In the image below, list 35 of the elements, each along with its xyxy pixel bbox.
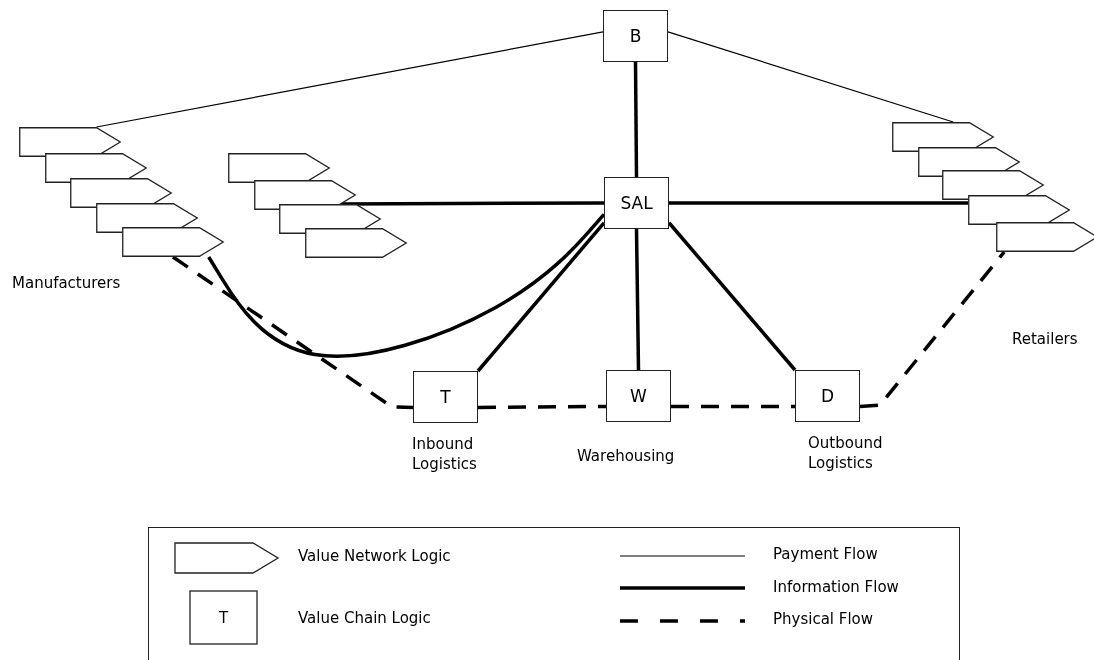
dashed-connector [172,255,414,410]
connector [476,221,606,373]
node-caption: Outbound Logistics [808,433,884,473]
legend-label: Value Network Logic [298,547,451,565]
legend-label: Value Chain Logic [298,609,431,627]
value-network-pentagon [228,153,330,183]
legend-label: Payment Flow [773,545,878,563]
legend-label: Information Flow [773,578,899,596]
node-label: W [630,386,647,406]
dashed-connector [671,404,795,409]
group-label: Manufacturers [12,274,121,292]
sample-label: T [219,609,229,627]
connector [634,228,641,371]
node-label: D [820,386,835,406]
node-caption: Warehousing [577,446,676,466]
value-network-pentagon [968,195,1070,225]
node-label: B [629,26,642,46]
node-label: T [440,387,451,407]
connector [207,213,606,358]
group-label: Retailers [1012,330,1078,348]
value-network-pentagon [996,222,1094,252]
connector [633,62,639,177]
dashed-connector [478,404,606,410]
value-network-pentagon [305,228,407,258]
connector [667,221,797,372]
connector [667,31,954,123]
dashed-connector [859,250,1006,409]
node-caption: Inbound Logistics [412,434,478,474]
connector [669,201,968,205]
value-network-pentagon [122,227,224,257]
value-chain-box [603,10,668,62]
value-chain-box [604,177,669,229]
node-label: SAL [620,193,653,213]
legend-label: Physical Flow [773,610,874,628]
connector [95,31,604,128]
